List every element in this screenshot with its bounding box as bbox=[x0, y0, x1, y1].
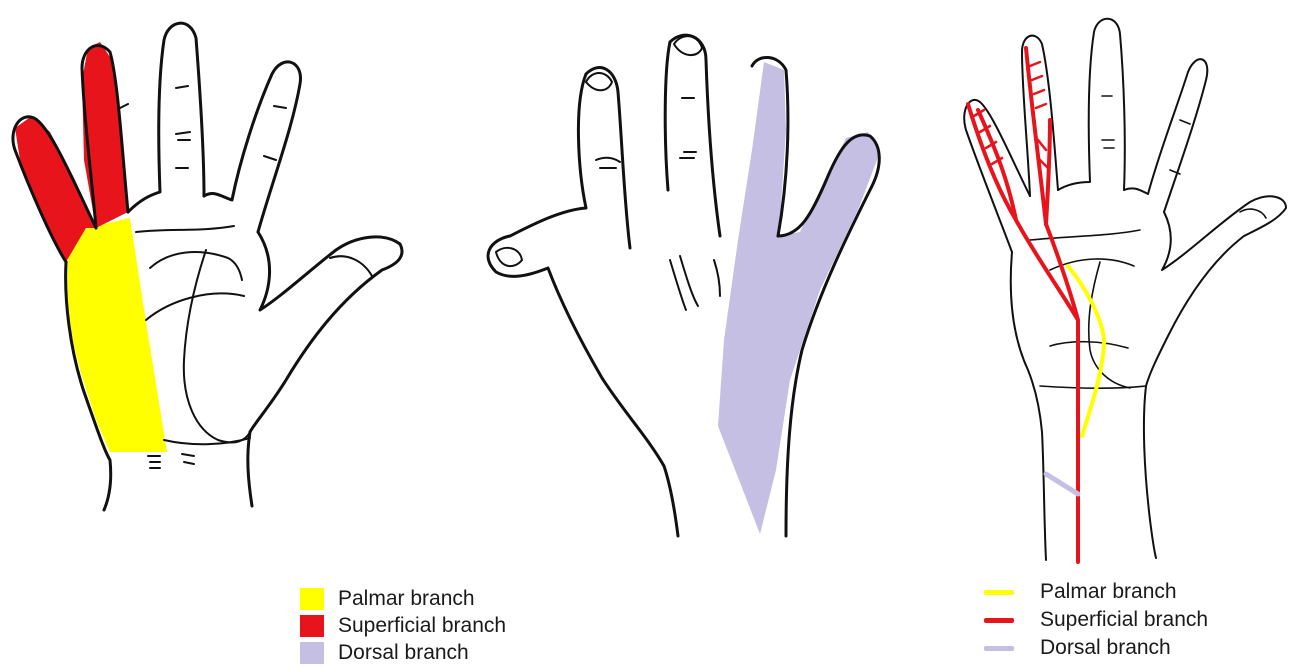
legend-left-label-palmar: Palmar branch bbox=[338, 587, 475, 611]
left-hand-palmar-view bbox=[13, 23, 402, 510]
legend-right-label-dorsal: Dorsal branch bbox=[1040, 636, 1171, 660]
middle-dorsal-branch-area bbox=[718, 62, 880, 534]
legend-right-label-superficial: Superficial branch bbox=[1040, 608, 1208, 632]
right-hand-nerve-course bbox=[964, 19, 1286, 562]
legend-left-swatch-superficial bbox=[300, 615, 324, 637]
legend-right-swatch-palmar bbox=[984, 590, 1014, 595]
left-palmar-branch-area bbox=[66, 218, 167, 452]
legend-left-swatch-palmar bbox=[300, 588, 324, 610]
legend-left-item-superficial: Superficial branch bbox=[300, 613, 506, 639]
legend-right-item-dorsal: Dorsal branch bbox=[984, 635, 1171, 661]
legend-right: Palmar branch Superficial branch Dorsal … bbox=[984, 579, 1284, 665]
right-dorsal-branch-path bbox=[1046, 474, 1078, 494]
legend-left-item-palmar: Palmar branch bbox=[300, 586, 475, 612]
right-hand-outline bbox=[964, 19, 1286, 560]
legend-left: Palmar branch Superficial branch Dorsal … bbox=[300, 586, 560, 668]
legend-right-label-palmar: Palmar branch bbox=[1040, 580, 1177, 604]
legend-left-item-dorsal: Dorsal branch bbox=[300, 640, 469, 666]
legend-right-item-superficial: Superficial branch bbox=[984, 607, 1208, 633]
right-palmar-branch-path bbox=[1068, 266, 1104, 436]
legend-left-label-dorsal: Dorsal branch bbox=[338, 641, 469, 665]
middle-hand-dorsal-view bbox=[488, 35, 880, 536]
legend-right-swatch-dorsal bbox=[984, 646, 1014, 651]
legend-right-swatch-superficial bbox=[984, 618, 1014, 623]
legend-right-item-palmar: Palmar branch bbox=[984, 579, 1177, 605]
right-hand-creases bbox=[1030, 96, 1266, 388]
legend-left-swatch-dorsal bbox=[300, 642, 324, 664]
middle-hand-details bbox=[496, 36, 720, 310]
legend-left-label-superficial: Superficial branch bbox=[338, 614, 506, 638]
